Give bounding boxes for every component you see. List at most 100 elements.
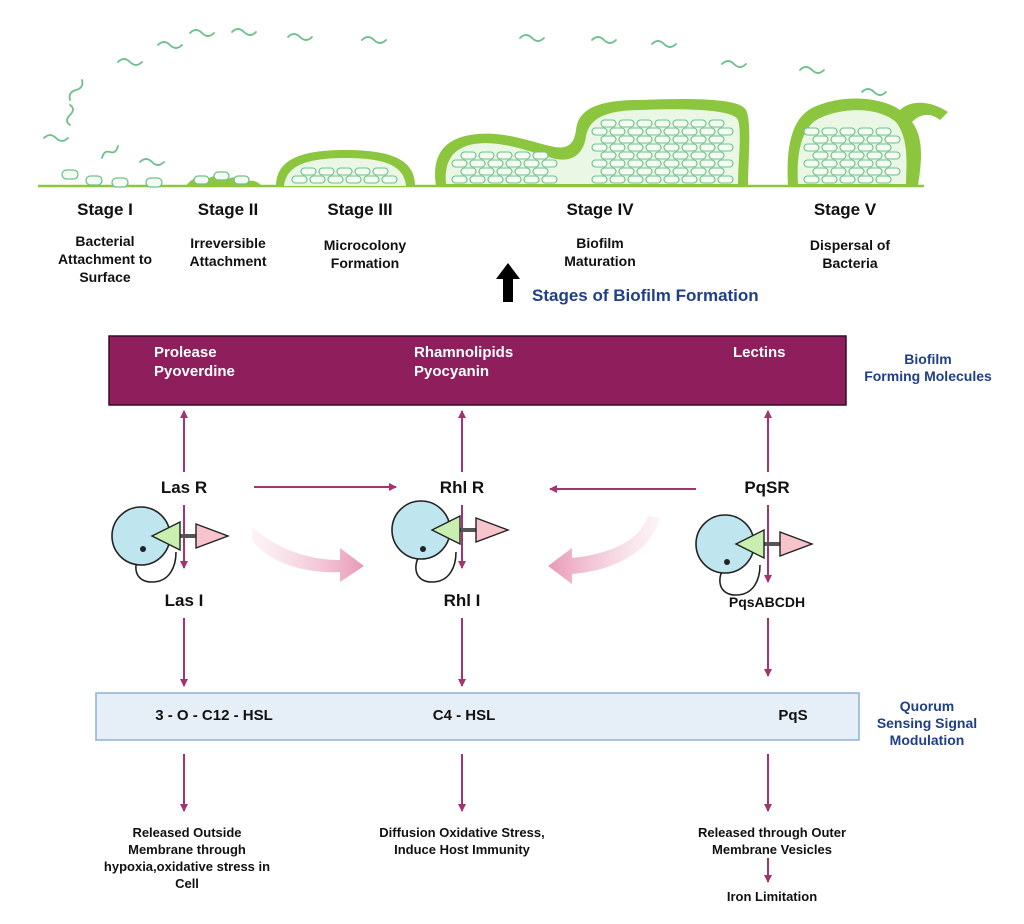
molecule-label: Lectins <box>733 344 786 361</box>
stage-3-desc-line: Microcolony <box>323 237 407 253</box>
bacterial-cell <box>681 143 698 152</box>
bacterial-cell <box>884 135 901 144</box>
bacterial-cell <box>699 175 716 184</box>
bacterial-cell <box>672 135 689 144</box>
bacterial-cell <box>866 151 883 160</box>
bacterial-cell <box>866 135 883 144</box>
bacterial-cell <box>848 135 865 144</box>
bacterial-cell <box>532 151 549 160</box>
outcome-left: Released Outside Membrane through hypoxi… <box>102 824 272 892</box>
gene-pqs-i: PqsABCDH <box>728 594 806 610</box>
bacterial-cell <box>478 167 495 176</box>
stage-4-desc-line: Maturation <box>564 253 636 269</box>
outcome-line: Released through Outer <box>697 825 847 840</box>
bacterial-cell <box>857 175 874 184</box>
planktonic-bacteria <box>43 28 887 166</box>
bacterial-cell <box>591 175 608 184</box>
bacterial-cell <box>839 143 856 152</box>
bacterial-cell <box>618 151 635 160</box>
bacterial-cell <box>514 167 531 176</box>
bacterial-cell <box>618 167 635 176</box>
bacterial-cell <box>857 159 874 168</box>
receptor-icon-pqs <box>695 514 814 596</box>
gene-rhl-i: Rhl I <box>443 591 481 610</box>
bacterial-cell <box>645 127 662 136</box>
bacterial-cell <box>654 167 671 176</box>
stage-4-title: Stage IV <box>566 200 634 219</box>
bacterial-cell <box>645 159 662 168</box>
signal-side-label: Quorum Sensing Signal Modulation <box>862 698 992 749</box>
bacterial-cell <box>469 175 486 184</box>
molecules-box <box>108 335 847 406</box>
bacterial-cell <box>866 167 883 176</box>
outcome-right: Released through Outer Membrane Vesicles <box>672 824 872 858</box>
bacterial-cell <box>803 143 820 152</box>
stage-3-title: Stage III <box>327 200 393 219</box>
bacterial-cell <box>523 159 540 168</box>
stage-5-desc-line: Dispersal of <box>809 237 891 253</box>
bacterial-cell <box>875 127 892 136</box>
bacterial-cell <box>636 135 653 144</box>
bacterial-cell <box>532 167 549 176</box>
bacterial-cell <box>839 159 856 168</box>
bacterial-cell <box>514 151 531 160</box>
stage-1-title: Stage I <box>77 200 133 219</box>
outcome-center: Diffusion Oxidative Stress, Induce Host … <box>362 824 562 858</box>
bacterial-cell <box>839 127 856 136</box>
stage-1-desc: Bacterial Attachment to Surface <box>45 232 165 286</box>
bacterial-cell <box>600 135 617 144</box>
bacterial-cell <box>830 135 847 144</box>
up-arrow-icon <box>496 263 520 302</box>
bacterial-cell <box>469 159 486 168</box>
stage-1-cells <box>61 169 163 188</box>
bacterial-cell <box>821 127 838 136</box>
stages-heading: Stages of Biofilm Formation <box>532 286 759 305</box>
bacterial-cell <box>600 167 617 176</box>
bacterial-cell <box>717 175 734 184</box>
bacterial-cell <box>690 151 707 160</box>
bacterial-cell <box>381 175 398 184</box>
stage-3-desc: Microcolony Formation <box>300 236 430 272</box>
bacterial-cell <box>291 175 308 184</box>
bacterial-cell <box>460 167 477 176</box>
bacterial-cell <box>812 167 829 176</box>
bacterial-cell <box>857 127 874 136</box>
bacterial-cell <box>699 127 716 136</box>
bacterial-cell <box>821 159 838 168</box>
bacterial-cell <box>875 143 892 152</box>
bacterial-cell <box>699 159 716 168</box>
gene-las-i: Las I <box>164 591 204 610</box>
bacterial-cell <box>663 159 680 168</box>
bacterial-cell <box>708 151 725 160</box>
stage-1-desc-line: Surface <box>79 269 131 285</box>
curved-arrow-pqs-to-rhl <box>548 516 660 584</box>
signal-box <box>95 692 860 741</box>
stage-2-desc-line: Attachment <box>189 253 267 269</box>
signal-left: 3 - O - C12 - HSL <box>155 707 273 724</box>
bacterial-cell <box>663 127 680 136</box>
bacterial-cell <box>372 167 389 176</box>
bacterial-cell <box>609 175 626 184</box>
bacterial-cell <box>803 159 820 168</box>
bacterial-cell <box>496 167 513 176</box>
bacterial-cell <box>884 151 901 160</box>
stage-1-desc-line: Attachment to <box>57 251 153 267</box>
bacterial-cell <box>318 167 335 176</box>
outcome-line: Released Outside <box>132 825 242 840</box>
bacterial-cell <box>609 159 626 168</box>
outcome-line: Diffusion Oxidative Stress, <box>379 825 545 840</box>
stage-2-cells <box>186 171 262 186</box>
bacterial-cell <box>848 151 865 160</box>
stage-4-desc: Biofilm Maturation <box>540 234 660 270</box>
bacterial-cell <box>857 143 874 152</box>
bacterial-cell <box>708 135 725 144</box>
signal-center: C4 - HSL <box>432 707 496 724</box>
bacterial-cell <box>699 143 716 152</box>
bacterial-cell <box>663 143 680 152</box>
bacterial-cell <box>496 151 513 160</box>
bacterial-cell <box>875 175 892 184</box>
bacterial-cell <box>681 175 698 184</box>
bacterial-cell <box>505 159 522 168</box>
bacterial-cell <box>627 127 644 136</box>
